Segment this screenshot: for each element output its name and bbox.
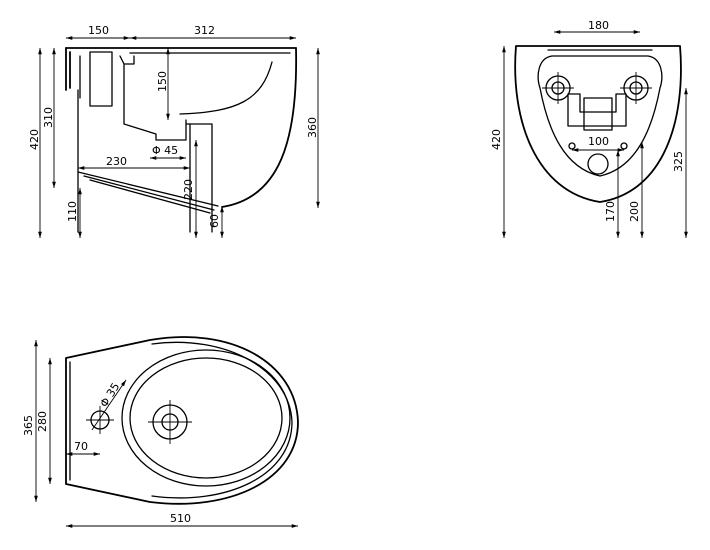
dim-365: 365 xyxy=(22,415,35,436)
dim-220: 220 xyxy=(182,179,195,200)
dim-312: 312 xyxy=(194,24,215,37)
side-view: 150 312 420 310 150 360 Φ 45 230 220 110… xyxy=(28,24,320,238)
dim-170: 170 xyxy=(604,201,617,222)
dim-360: 360 xyxy=(306,117,319,138)
dim-230: 230 xyxy=(106,155,127,168)
dim-420-side: 420 xyxy=(28,129,41,150)
dim-420-rear: 420 xyxy=(490,129,503,150)
rear-outer-shell xyxy=(514,45,682,203)
dim-180: 180 xyxy=(588,19,609,32)
rear-small-hole-left xyxy=(568,142,576,150)
dim-110: 110 xyxy=(66,201,79,222)
rear-right-fixing-hole xyxy=(620,72,652,104)
top-drain xyxy=(148,400,192,444)
dim-d35: Φ 35 xyxy=(98,381,123,410)
dim-d45: Φ 45 xyxy=(152,144,178,157)
top-tap-hole xyxy=(86,406,114,434)
side-base-line xyxy=(77,171,219,207)
dim-150-vert: 150 xyxy=(156,71,169,92)
side-base-hatch xyxy=(83,175,215,214)
dim-60: 60 xyxy=(208,214,221,228)
dim-280: 280 xyxy=(36,411,49,432)
dim-100: 100 xyxy=(588,135,609,148)
rear-inner-recess xyxy=(537,55,663,177)
dim-325: 325 xyxy=(672,151,685,172)
side-bowl-inner xyxy=(179,61,273,115)
rear-bracket-plate xyxy=(567,93,627,127)
dim-310: 310 xyxy=(42,107,55,128)
side-waste-channel xyxy=(119,55,213,233)
side-fixing-bracket xyxy=(79,51,113,107)
dim-70: 70 xyxy=(74,440,88,453)
rear-small-hole-right xyxy=(620,142,628,150)
rear-view: 180 420 100 325 170 200 xyxy=(490,19,688,238)
top-outer-body xyxy=(65,336,299,505)
rear-waste-outlet xyxy=(587,153,609,175)
top-view: Φ 35 365 280 70 510 xyxy=(22,336,299,528)
dim-line-d35 xyxy=(91,379,127,431)
side-bowl-outer xyxy=(221,47,298,208)
top-bowl-oval xyxy=(121,349,291,487)
top-inner-rim xyxy=(151,341,293,499)
dim-200: 200 xyxy=(628,201,641,222)
dim-510: 510 xyxy=(170,512,191,525)
rear-bracket-inner xyxy=(583,97,613,131)
rear-left-fixing-hole xyxy=(542,72,574,104)
top-bowl-inner xyxy=(129,357,283,479)
side-rear-wall xyxy=(65,47,71,91)
dim-150-top: 150 xyxy=(88,24,109,37)
